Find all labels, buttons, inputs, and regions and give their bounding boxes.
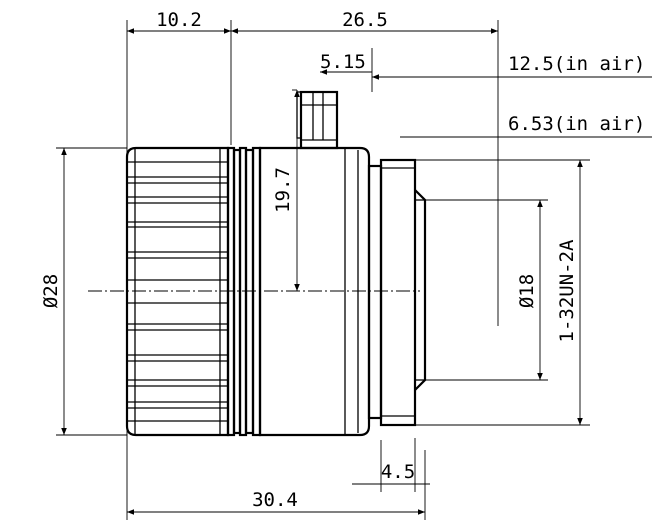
dim-label-flange-small: 5.15 xyxy=(320,51,366,73)
dim-label-lock-height: 19.7 xyxy=(272,167,294,213)
locking-screw xyxy=(296,90,339,150)
dimension-lines xyxy=(61,28,652,515)
groove-rings xyxy=(226,146,262,437)
dim-label-flange-focal: 6.53(in air) xyxy=(508,113,645,135)
dim-label-outer-diameter: Ø28 xyxy=(40,274,62,308)
dim-label-thread: 1-32UN-2A xyxy=(556,239,578,343)
extension-lines xyxy=(56,20,590,520)
dim-label-mount-length: 4.5 xyxy=(381,461,415,483)
lens-barrel xyxy=(258,146,371,437)
mount-thread xyxy=(367,158,427,427)
dimension-labels: 10.2 26.5 5.15 12.5(in air) 6.53(in air)… xyxy=(40,9,645,511)
dim-label-top-right: 26.5 xyxy=(342,9,388,31)
dim-label-inner-diameter: Ø18 xyxy=(516,274,538,308)
knurl-ridges xyxy=(127,161,228,422)
dim-label-total-length: 30.4 xyxy=(252,489,298,511)
focus-ring xyxy=(125,146,230,437)
dim-label-top-left: 10.2 xyxy=(156,9,202,31)
dim-label-back-focal: 12.5(in air) xyxy=(508,53,645,75)
